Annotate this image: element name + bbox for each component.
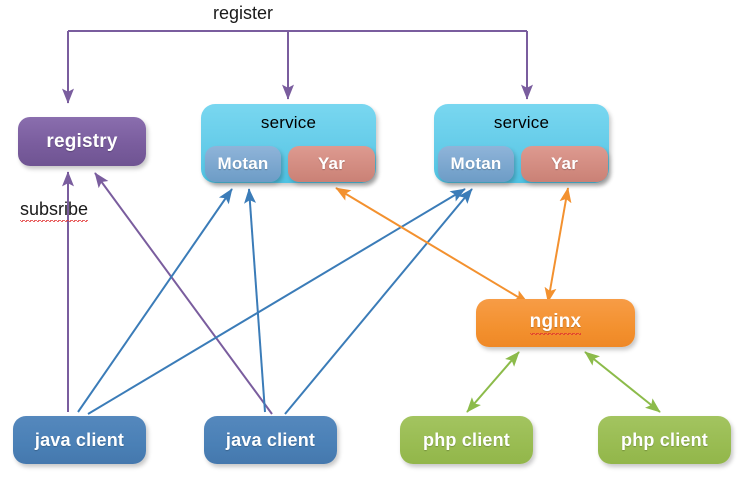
rpc-java-client-2-to-motan-1-arrow xyxy=(244,188,266,413)
node-yar-2[interactable]: Yar xyxy=(521,146,608,182)
nginx-label: nginx xyxy=(529,311,582,335)
node-java-client-2[interactable]: java client xyxy=(204,416,337,464)
yar-nginx-to-yar-1-arrow xyxy=(335,187,529,304)
node-nginx[interactable]: nginx xyxy=(476,299,635,347)
node-java-client-1[interactable]: java client xyxy=(13,416,146,464)
node-php-client-2[interactable]: php client xyxy=(598,416,731,464)
register-label: register xyxy=(213,3,274,23)
subscribe-java-client-2-to-registry-arrow xyxy=(94,172,273,415)
yar-nginx-to-yar-2-arrow xyxy=(544,187,572,303)
node-registry[interactable]: registry xyxy=(18,117,146,166)
php-client-1-to-nginx-arrow xyxy=(466,351,520,413)
rpc-java-client-1-to-motan-2-arrow xyxy=(87,188,466,415)
node-php-client-1[interactable]: php client xyxy=(400,416,533,464)
node-yar-1[interactable]: Yar xyxy=(288,146,375,182)
subscribe-label: subsribe xyxy=(20,199,89,222)
rpc-java-client-1-to-motan-1-arrow xyxy=(77,188,233,413)
rpc-java-client-2-to-motan-2-arrow xyxy=(284,188,473,415)
node-motan-1[interactable]: Motan xyxy=(205,146,281,182)
php-client-2-to-nginx-arrow xyxy=(584,351,661,413)
node-motan-2[interactable]: Motan xyxy=(438,146,514,182)
